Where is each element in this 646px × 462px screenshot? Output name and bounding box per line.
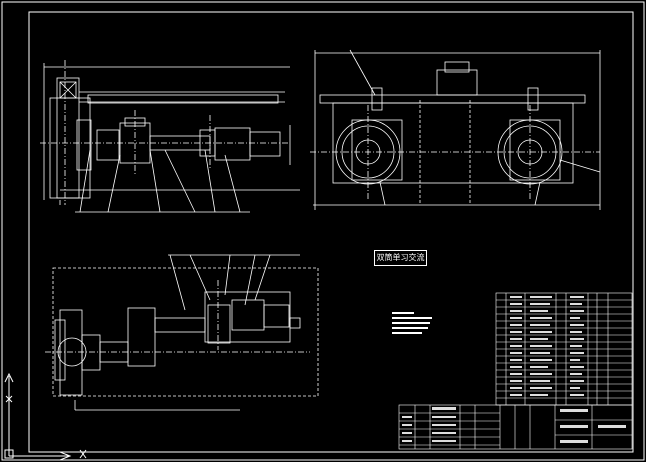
top-left-view <box>40 60 300 213</box>
parts-list <box>495 292 633 406</box>
inner-frame <box>28 11 634 453</box>
ucs-axis-icon <box>4 372 87 461</box>
parts-list-text <box>510 296 584 396</box>
title-block <box>398 404 633 450</box>
title-block-text <box>402 407 626 443</box>
technical-notes <box>392 312 432 334</box>
top-right-view <box>310 49 601 210</box>
center-label: 双筒单习交流 <box>374 250 427 266</box>
bottom-left-view <box>45 254 319 411</box>
